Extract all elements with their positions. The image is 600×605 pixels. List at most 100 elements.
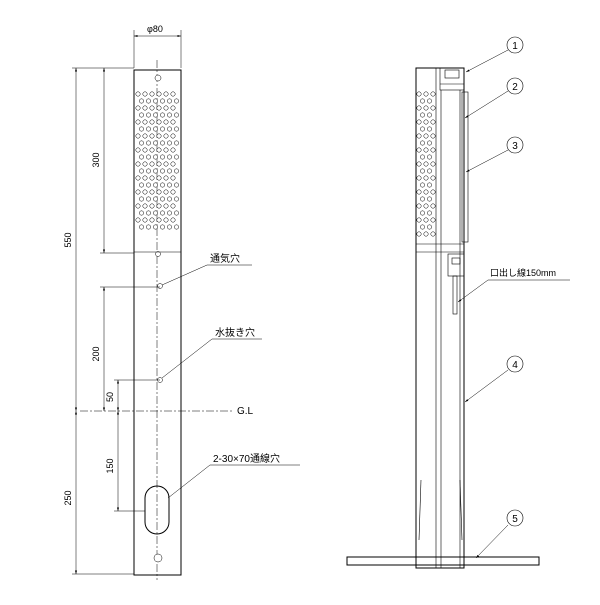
perforation-hole [153, 154, 158, 160]
perforation-side-hole [416, 147, 422, 153]
perforation-hole [153, 126, 158, 132]
perforation-side-hole [420, 126, 425, 132]
perforation-side-hole [423, 175, 429, 181]
dim-300-label: 300 [91, 152, 101, 167]
perforation-hole [156, 147, 162, 153]
perforation-side-hole [420, 196, 425, 202]
perforation-hole [146, 154, 151, 160]
perforation-hole [139, 98, 144, 104]
dim-200-label: 200 [91, 346, 101, 361]
perforation-hole [135, 189, 141, 195]
perforation-hole [156, 133, 162, 139]
perforation-side-hole [427, 98, 432, 104]
perforation-hole [146, 112, 151, 118]
perforation-hole [142, 217, 148, 223]
perforation-hole [135, 133, 141, 139]
perforation-side-hole [427, 182, 432, 188]
perforation-hole [142, 133, 148, 139]
perforation-hole [149, 105, 155, 111]
perforation-side-hole [430, 91, 436, 97]
perforation-side-hole [423, 231, 429, 237]
top-bolt-hole [154, 74, 162, 82]
perforation-side-hole [420, 168, 425, 174]
perforation-hole [174, 182, 179, 188]
perforation-side-hole [420, 182, 425, 188]
perforation-hole [170, 105, 176, 111]
perforation-side-hole [430, 217, 436, 223]
perforation-hole [163, 217, 169, 223]
perforation-hole [170, 147, 176, 153]
perforation-hole [160, 140, 165, 146]
perforation-hole [174, 154, 179, 160]
perforation-side-hole [427, 210, 432, 216]
perforation-hole [146, 210, 151, 216]
vent-hole-leader [161, 264, 252, 286]
perforation-hole [167, 112, 172, 118]
perforation-hole [153, 182, 158, 188]
perforation-side-hole [423, 203, 429, 209]
perforation-hole [149, 175, 155, 181]
perforated-zone [135, 91, 179, 230]
perforation-hole [139, 168, 144, 174]
perforation-hole [146, 196, 151, 202]
perforation-hole [153, 168, 158, 174]
dim-150-label: 150 [105, 458, 115, 473]
perforation-hole [170, 203, 176, 209]
perforation-hole [142, 203, 148, 209]
perforation-side-hole [430, 105, 436, 111]
perforation-hole [160, 154, 165, 160]
perforation-side-hole [427, 140, 432, 146]
head-fitting [439, 67, 465, 91]
callout-3-number: 3 [512, 141, 518, 152]
perforation-hole [135, 91, 141, 97]
perforation-hole [170, 161, 176, 167]
perforation-side-hole [430, 175, 436, 181]
perforation-hole [163, 203, 169, 209]
perforation-hole [156, 203, 162, 209]
callout-2: 2 [464, 77, 524, 119]
perforation-hole [156, 91, 162, 97]
cable-outlet [452, 275, 458, 315]
perforation-hole [156, 217, 162, 223]
perforation-hole [153, 140, 158, 146]
perforation-hole [149, 161, 155, 167]
perforation-side-hole [423, 91, 429, 97]
perforation-hole [170, 133, 176, 139]
cable-outlet-label: 口出し線150mm [490, 267, 556, 278]
perforation-side-hole [416, 105, 422, 111]
perforation-side-hole [430, 189, 436, 195]
perforation-hole [163, 189, 169, 195]
diameter-label: φ80 [147, 24, 163, 34]
perforation-hole [160, 168, 165, 174]
perforation-hole [163, 161, 169, 167]
perforation-side-hole [423, 217, 429, 223]
front-view: φ80 550 300 200 50 150 250 通気穴 水抜き穴 G.L [63, 24, 300, 580]
perforation-hole [163, 147, 169, 153]
callout-5-number: 5 [512, 514, 518, 525]
perforation-hole [139, 154, 144, 160]
perforation-hole [167, 196, 172, 202]
perforation-hole [139, 126, 144, 132]
perforation-hole [149, 189, 155, 195]
perforation-hole [135, 119, 141, 125]
callout-4-number: 4 [512, 360, 518, 371]
perforation-hole [149, 91, 155, 97]
base-plate [346, 556, 540, 566]
perforation-side-hole [427, 112, 432, 118]
perforation-hole [146, 168, 151, 174]
perforation-hole [156, 105, 162, 111]
perforation-hole [146, 126, 151, 132]
perforation-hole [160, 210, 165, 216]
perforation-side-hole [420, 112, 425, 118]
perforation-hole [174, 98, 179, 104]
perforation-hole [146, 224, 151, 230]
perforation-hole [160, 126, 165, 132]
callout-1: 1 [465, 36, 524, 73]
perforation-hole [163, 91, 169, 97]
perforation-hole [167, 224, 172, 230]
perforation-side-hole [423, 189, 429, 195]
perforation-hole [149, 217, 155, 223]
perforation-side-hole [430, 231, 436, 237]
inner-unit [461, 91, 469, 243]
